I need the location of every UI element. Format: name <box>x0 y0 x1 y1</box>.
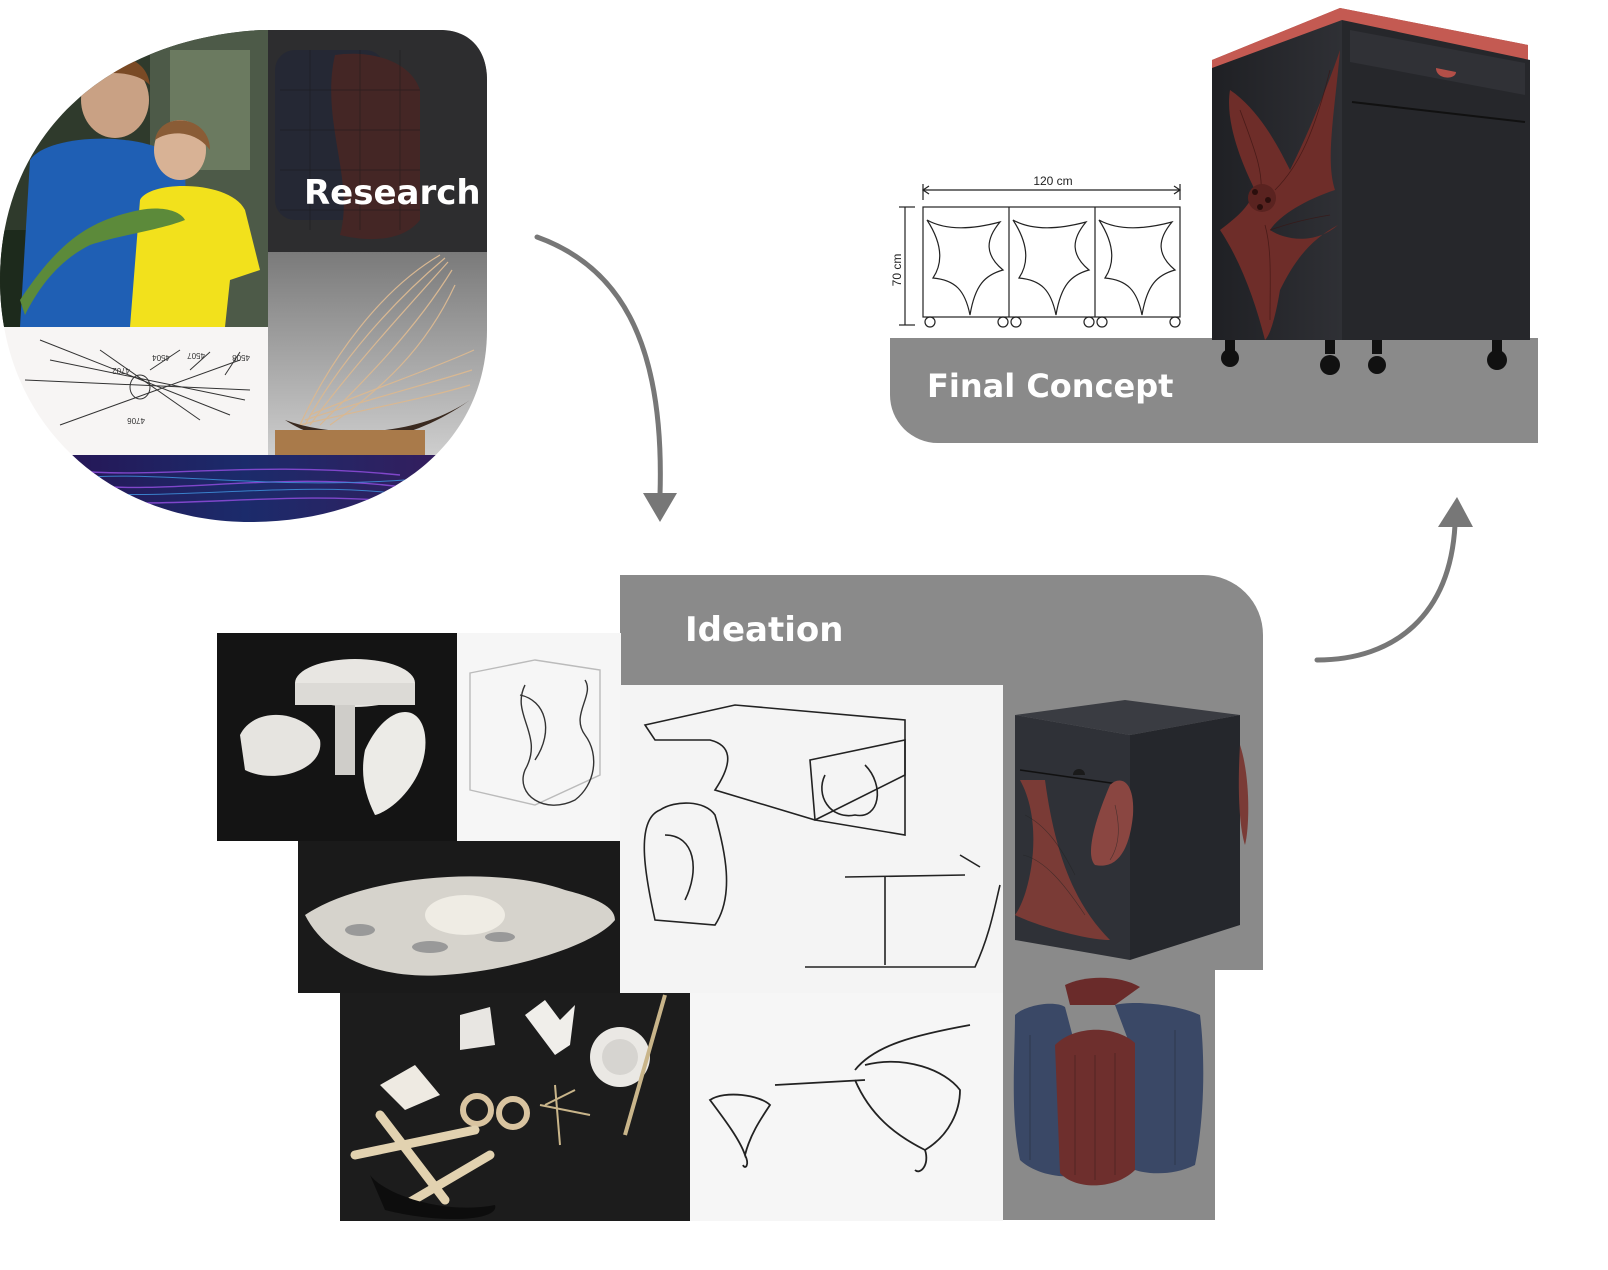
curved-arrow-icon <box>534 234 677 522</box>
sketch-bench-photo <box>620 685 1003 993</box>
research-label: Research <box>304 173 481 213</box>
neon-strands-photo <box>0 455 487 522</box>
patent-drawing: 4702 4504 4507 4508 4706 <box>0 327 268 455</box>
paper-models-photo <box>340 993 690 1221</box>
research-cluster: 4702 4504 4507 4508 4706 <box>0 30 490 530</box>
patent-number-1: 4702 <box>112 366 130 375</box>
ideation-collage <box>217 633 1263 1221</box>
sketch-cube-photo <box>457 633 621 841</box>
final-concept-cluster: Final Concept 120 cm 70 cm <box>885 0 1540 450</box>
final-concept-panel <box>890 338 1538 443</box>
cabinet-render <box>1003 685 1263 970</box>
patent-number-2: 4504 <box>152 353 170 362</box>
string-sculpture-photo <box>268 252 487 480</box>
curved-arrow-icon <box>1314 497 1473 663</box>
technical-drawing: 120 cm 70 cm <box>890 174 1182 328</box>
3d-model-render <box>268 30 487 252</box>
sketch-loops-photo <box>690 993 1003 1221</box>
foam-model-photo <box>217 633 457 841</box>
ideation-label: Ideation <box>685 610 844 650</box>
patent-number-3: 4507 <box>187 351 205 360</box>
foam-slab-photo <box>298 841 620 993</box>
ideation-cluster: Ideation <box>215 575 1275 1225</box>
final-cabinet-render <box>1212 8 1530 375</box>
patent-number-4: 4508 <box>232 353 250 362</box>
patent-number-5: 4706 <box>127 416 145 425</box>
final-concept-label: Final Concept <box>927 367 1174 405</box>
stool-render <box>1003 970 1215 1220</box>
kids-iguana-photo <box>0 30 268 327</box>
height-dimension-label: 70 cm <box>890 254 904 287</box>
research-collage: 4702 4504 4507 4508 4706 <box>0 30 487 522</box>
width-dimension-label: 120 cm <box>1033 174 1072 188</box>
